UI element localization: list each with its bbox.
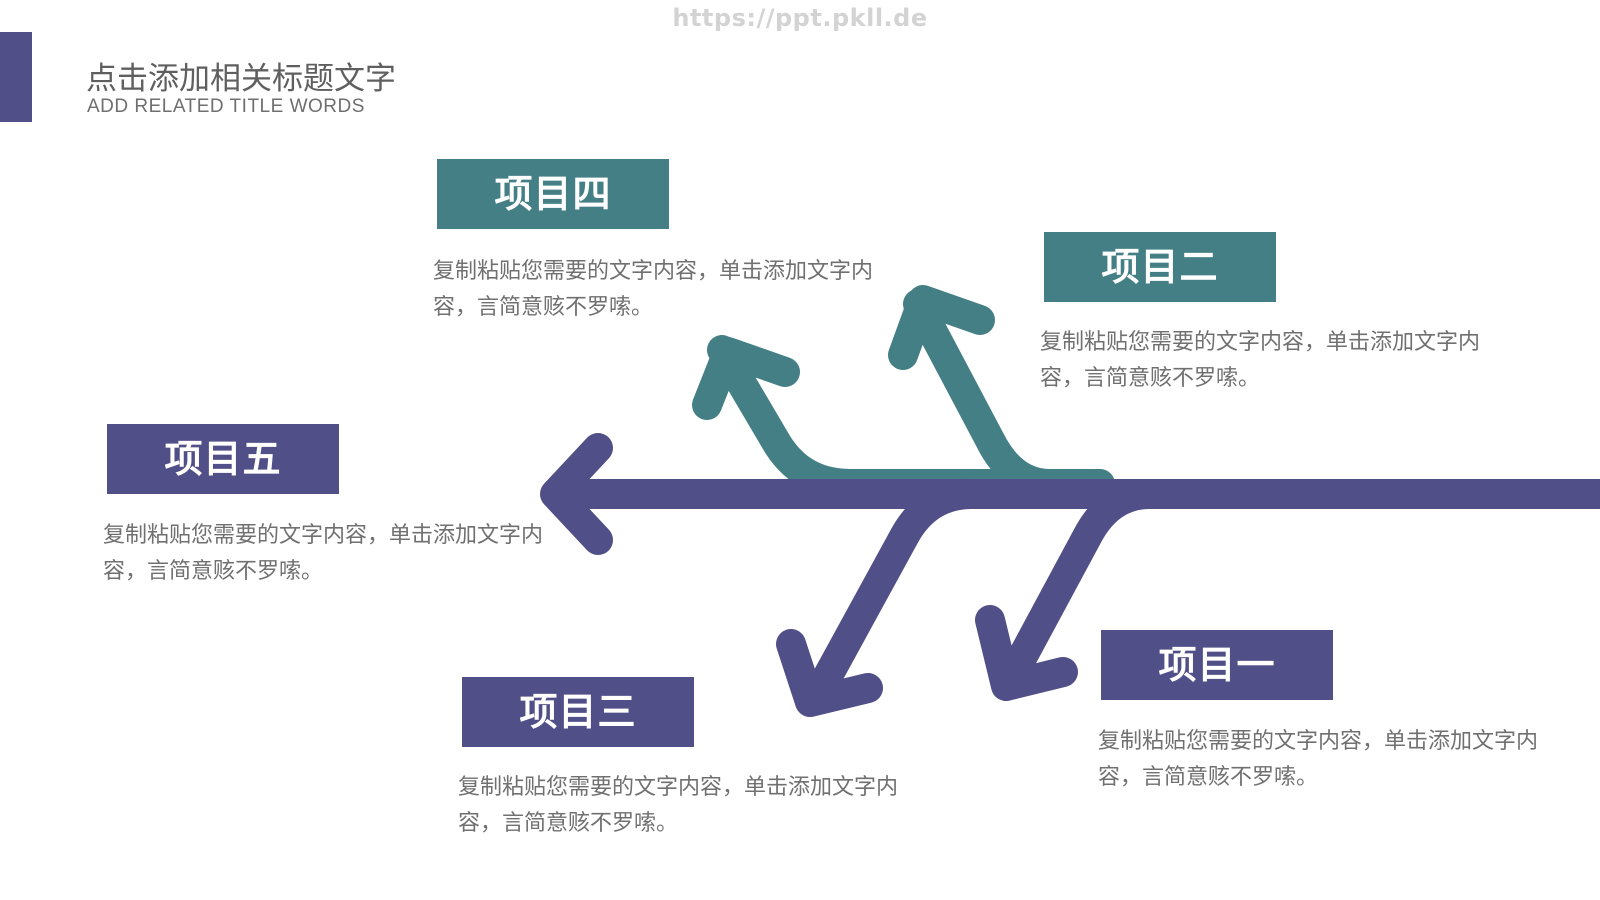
arrow-branch-item-one [995,479,1215,695]
label-item-two: 项目二 [1044,232,1276,302]
desc-item-one: 复制粘贴您需要的文字内容，单击添加文字内容，言简意赅不罗嗦。 [1098,729,1539,790]
arrowhead-item-three [776,629,883,717]
page-title: 点击添加相关标题文字 [86,61,396,97]
desc-item-three: 复制粘贴您需要的文字内容，单击添加文字内容，言简意赅不罗嗦。 [458,775,899,836]
title-accent-bar [0,32,32,122]
page-subtitle: ADD RELATED TITLE WORDS [87,96,365,117]
label-item-three: 项目三 [462,677,694,747]
label-item-five: 项目五 [107,424,339,494]
arrow-branch-item-three [803,479,1055,709]
label-item-four: 项目四 [437,159,669,229]
arrowhead-item-four [692,337,800,420]
label-item-one: 项目一 [1101,630,1333,700]
watermark-url: https://ppt.pkll.de [672,4,928,32]
desc-item-five: 复制粘贴您需要的文字内容，单击添加文字内容，言简意赅不罗嗦。 [103,523,544,584]
arrowhead-item-one [975,605,1078,701]
desc-item-two: 复制粘贴您需要的文字内容，单击添加文字内容，言简意赅不罗嗦。 [1040,330,1481,391]
arrowhead-item-five [540,433,613,555]
arrowhead-item-two [888,285,995,370]
desc-item-four: 复制粘贴您需要的文字内容，单击添加文字内容，言简意赅不罗嗦。 [433,259,874,320]
